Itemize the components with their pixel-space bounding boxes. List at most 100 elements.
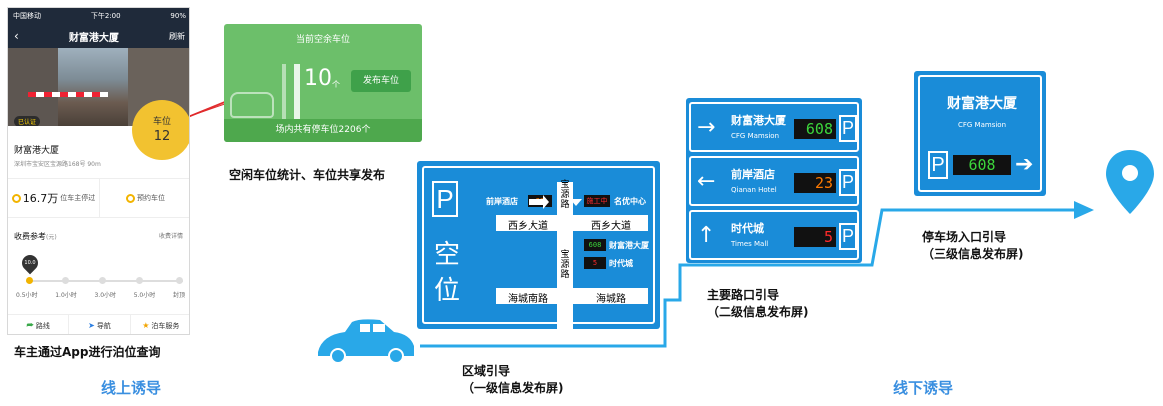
- road-label: 海城南路: [508, 294, 548, 305]
- led-display: 23: [794, 173, 836, 193]
- entrance-caption: 停车场入口引导: [922, 230, 1007, 244]
- junction-guidance-sign: → 财富港大厦 CFG Mamsion 608 P ← 前岸酒店 Qianan …: [686, 98, 862, 263]
- led-display: 5: [584, 257, 606, 269]
- status-bar: 中国移动 下午2:00 90%: [8, 8, 189, 24]
- road-label: 西乡大道: [508, 221, 548, 232]
- barrier-gate: [28, 92, 108, 97]
- right-arrow-icon: ➔: [1015, 152, 1034, 177]
- arrow-icon: [529, 195, 549, 209]
- destination-name: 前岸酒店: [731, 168, 775, 181]
- status-time: 下午2:00: [90, 12, 121, 20]
- led-display: 608: [584, 239, 606, 251]
- area-guidance-sign: P 空 位 宝源路 宝源路 西乡大道 西乡大道 海城南路 海城路 前岸酒店 23…: [417, 161, 660, 332]
- left-arrow-icon: ←: [697, 169, 716, 194]
- tick-label: 1.0小时: [55, 292, 77, 299]
- parked-count: 16.7万: [22, 192, 59, 205]
- star-icon: ★: [142, 321, 150, 330]
- coin-icon: [11, 193, 21, 203]
- destination-en: CFG Mamsion: [957, 121, 1007, 129]
- junction-caption-sub: （二级信息发布屏): [707, 305, 809, 319]
- kong-char: 空: [434, 240, 461, 270]
- track-dot: [99, 277, 106, 284]
- junction-caption: 主要路口引导: [707, 288, 780, 302]
- reserve-button[interactable]: 预约车位: [99, 179, 189, 217]
- parked-stat: 16.7万 位车主停过: [8, 179, 99, 217]
- verified-badge: 已认证: [14, 116, 41, 126]
- space-label: 车位: [152, 117, 171, 127]
- led-display: 608: [953, 155, 1011, 175]
- gate-icon: [282, 64, 286, 120]
- navigate-button[interactable]: ➤导航: [68, 315, 129, 334]
- route-line: [420, 208, 1080, 348]
- junction-row: ← 前岸酒店 Qianan Hotel 23 P: [689, 156, 859, 206]
- destination-name: 财富港大厦: [731, 114, 786, 127]
- price-track[interactable]: [26, 277, 183, 284]
- parking-p-icon: P: [432, 181, 458, 217]
- parking-p-icon: P: [928, 151, 948, 179]
- tick-label: 封顶: [172, 292, 185, 299]
- price-pin: 10.0: [18, 251, 42, 275]
- nav-title: 财富港大厦: [68, 32, 119, 44]
- junction-row: → 财富港大厦 CFG Mamsion 608 P: [689, 102, 859, 152]
- back-icon[interactable]: ‹: [14, 29, 19, 43]
- parking-p-icon: P: [839, 115, 857, 142]
- publish-space-button[interactable]: 发布车位: [351, 70, 411, 92]
- destination-en: CFG Mamsion: [731, 132, 780, 140]
- online-section-title: 线上诱导: [101, 379, 162, 397]
- space-value: 12: [153, 129, 171, 144]
- car-icon: [318, 319, 414, 364]
- stats-row: 16.7万 位车主停过 预约车位: [8, 178, 189, 218]
- fee-detail-link[interactable]: 收费详情: [158, 233, 183, 240]
- destination-en: Qianan Hotel: [731, 186, 777, 194]
- tick-label: 3.0小时: [94, 292, 117, 299]
- wei-char: 位: [434, 276, 461, 306]
- place-address: 深圳市宝安区宝源路168号 90m: [14, 161, 101, 168]
- track-dot: [62, 277, 69, 284]
- reserve-icon: [126, 193, 135, 203]
- green-caption: 空闲车位统计、车位共享发布: [229, 168, 386, 182]
- road-label: 西乡大道: [591, 221, 631, 232]
- tick-label: 0.5小时: [16, 292, 38, 299]
- free-unit: 个: [332, 80, 340, 89]
- route-icon: ⮫: [26, 320, 34, 330]
- area-caption-sub: （一级信息发布屏): [462, 381, 564, 395]
- track-dot: [176, 277, 183, 284]
- up-arrow-icon: ↑: [697, 223, 716, 248]
- phone-caption: 车主通过App进行泊位查询: [14, 345, 161, 359]
- free-count: 10: [304, 66, 332, 91]
- car-outline-icon: [230, 92, 274, 118]
- led-display: 608: [794, 119, 836, 139]
- tick-label: 5.0小时: [133, 292, 156, 299]
- road-label: 宝源路: [560, 250, 570, 280]
- location-pin-icon: [1106, 150, 1154, 214]
- area-sign-arrows: [525, 195, 582, 229]
- bottom-bar: ⮫路线 ➤导航 ★泊车服务: [8, 314, 189, 334]
- price-ticks: 0.5小时 1.0小时 3.0小时 5.0小时 封顶: [16, 290, 189, 299]
- route-arrowhead-icon: [1074, 201, 1094, 219]
- parking-photo: 已认证: [8, 48, 189, 126]
- junction-row: ↑ 时代城 Times Mall 5 P: [689, 210, 859, 260]
- refresh-button[interactable]: 刷新: [169, 31, 185, 41]
- right-arrow-icon: →: [697, 115, 716, 140]
- road-haicheng: [496, 288, 648, 304]
- space-count-circle: 车位 12: [132, 100, 189, 160]
- arrow-icon: [570, 199, 582, 206]
- parking-p-icon: P: [839, 223, 857, 250]
- panel-title: 当前空余车位: [295, 35, 350, 45]
- parking-service-button[interactable]: ★泊车服务: [129, 315, 189, 334]
- route-button[interactable]: ⮫路线: [26, 320, 50, 330]
- parking-p-icon: P: [839, 169, 857, 196]
- navigate-icon: ➤: [88, 321, 95, 330]
- destination-name: 时代城: [731, 222, 764, 235]
- fee-title: 收费参考(元): [14, 232, 57, 241]
- nav-bar: ‹ 财富港大厦 刷新: [8, 24, 189, 48]
- phone-screenshot: 中国移动 下午2:00 90% ‹ 财富港大厦 刷新 已认证 车位 12 财富港…: [7, 7, 190, 335]
- area-caption: 区域引导: [462, 364, 511, 378]
- destination-label: 时代城: [609, 259, 633, 268]
- destination-label: 前岸酒店: [486, 197, 518, 206]
- destination-label: 名优中心: [614, 197, 646, 206]
- destination-en: Times Mall: [731, 240, 769, 248]
- road-label: 海城路: [596, 294, 626, 305]
- status-battery: 90%: [170, 12, 186, 20]
